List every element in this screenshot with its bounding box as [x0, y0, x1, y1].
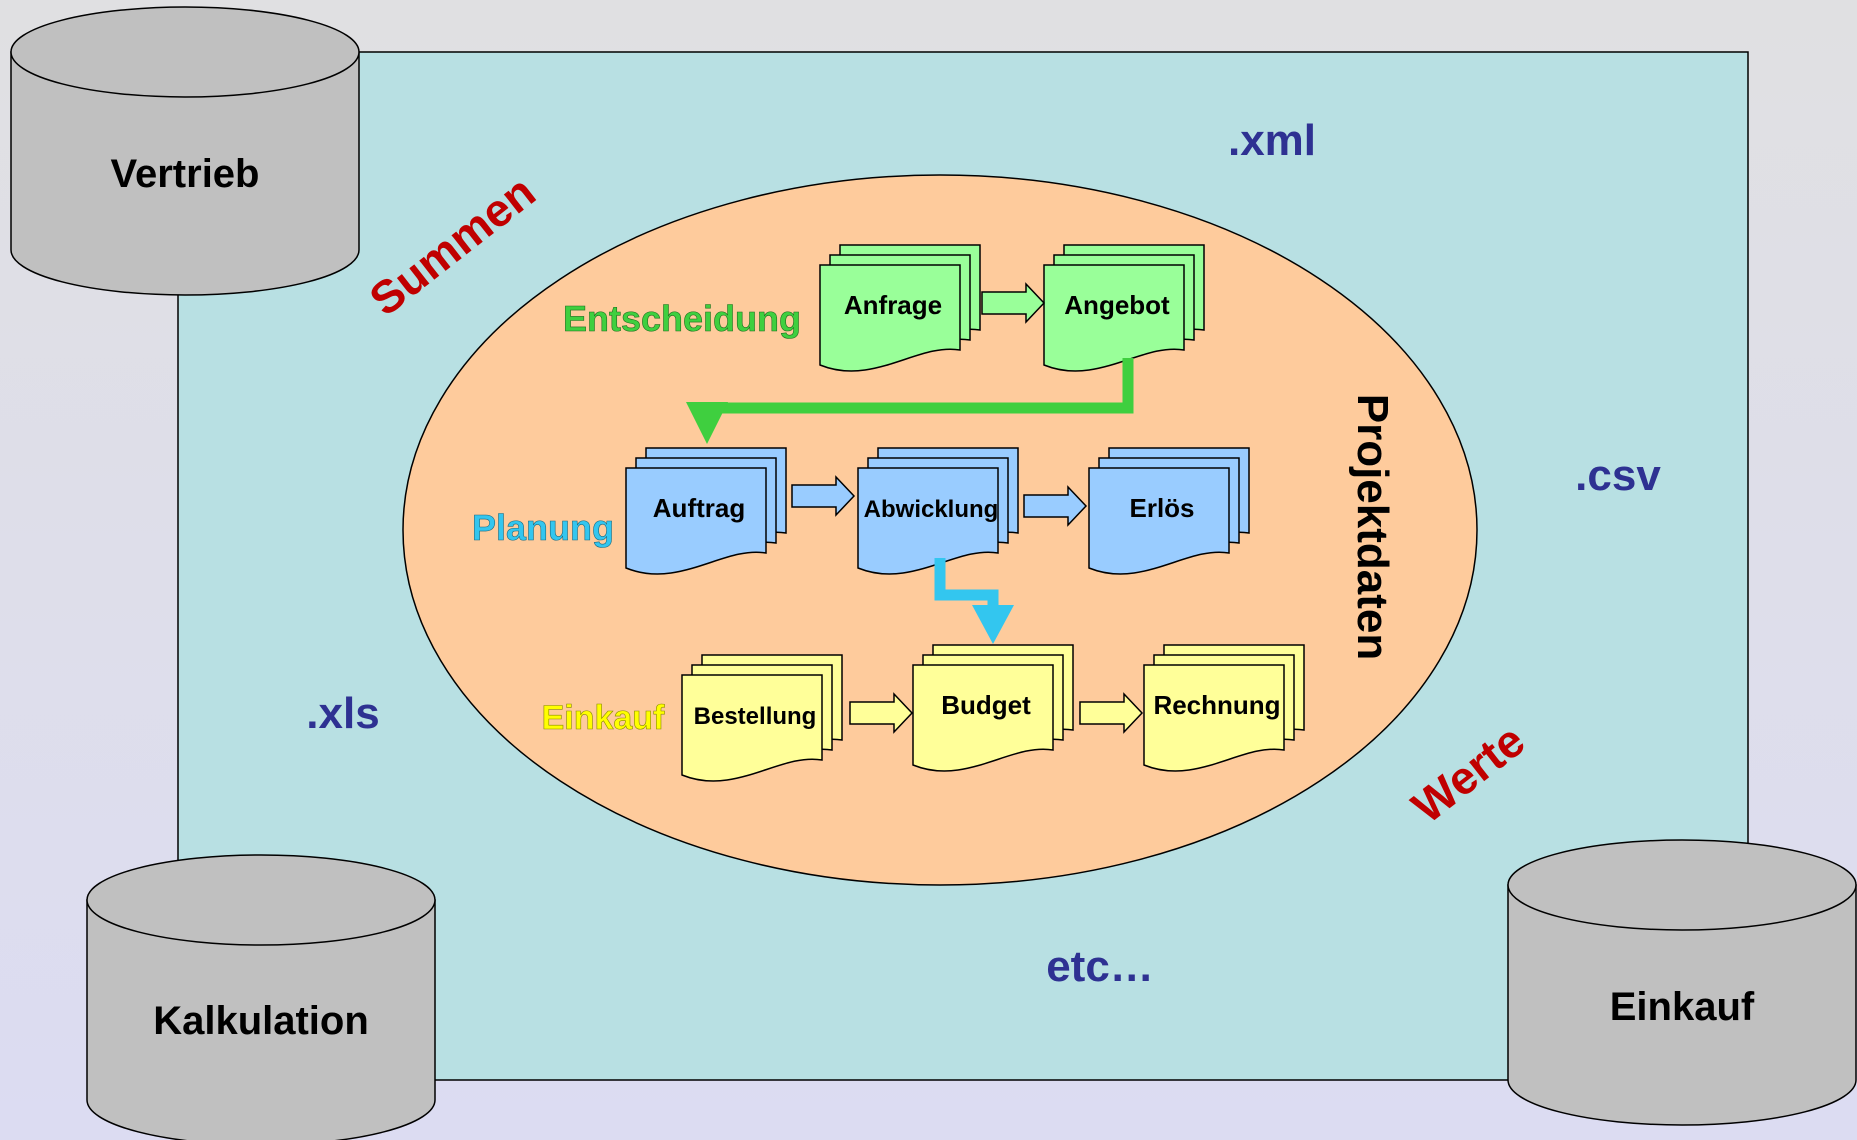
einkauf-database-icon: Einkauf [1507, 839, 1857, 1126]
document-budget: Budget [912, 644, 1074, 772]
angebot-to-auftrag-arrow [686, 358, 1134, 444]
auftrag-to-abwicklung-arrow [791, 475, 856, 517]
document-abwicklung: Abwicklung [857, 447, 1019, 575]
projektdaten-title: Projektdaten [1348, 394, 1397, 661]
document-label-erl-s: Erlös [1129, 493, 1194, 523]
vertrieb-label: Vertrieb [111, 152, 260, 196]
kalkulation-database-icon: Kalkulation [86, 854, 436, 1140]
document-angebot: Angebot [1043, 244, 1205, 372]
stage-label-planung: Planung [472, 507, 614, 548]
document-label-anfrage: Anfrage [844, 290, 942, 320]
document-label-abwicklung: Abwicklung [864, 496, 999, 523]
document-auftrag: Auftrag [625, 447, 787, 575]
bestellung-to-budget-arrow [849, 692, 914, 734]
document-label-bestellung: Bestellung [694, 703, 817, 730]
document-label-angebot: Angebot [1064, 290, 1170, 320]
format-etc: etc… [1046, 942, 1154, 991]
einkauf-database-label: Einkauf [1610, 985, 1755, 1029]
abwicklung-to-erloes-arrow [1023, 485, 1088, 527]
stage-label-entscheidung: Entscheidung [563, 298, 801, 339]
anfrage-to-angebot-arrow [981, 282, 1046, 324]
format-xls: .xls [306, 689, 379, 738]
abwicklung-to-budget-arrow [934, 558, 1014, 644]
arrows-layer [791, 282, 1144, 734]
document-anfrage: Anfrage [819, 244, 981, 372]
stage-label-einkauf: Einkauf [542, 699, 665, 737]
format-xml: .xml [1228, 116, 1316, 165]
document-erl-s: Erlös [1088, 447, 1250, 575]
format-csv: .csv [1575, 451, 1661, 500]
kalkulation-label: Kalkulation [153, 999, 369, 1043]
document-label-rechnung: Rechnung [1153, 690, 1280, 720]
budget-to-rechnung-arrow [1079, 692, 1144, 734]
document-rechnung: Rechnung [1143, 644, 1305, 772]
document-label-budget: Budget [941, 690, 1031, 720]
document-bestellung: Bestellung [681, 654, 843, 782]
document-label-auftrag: Auftrag [653, 493, 745, 523]
vertrieb-database-icon: Vertrieb [10, 6, 360, 296]
